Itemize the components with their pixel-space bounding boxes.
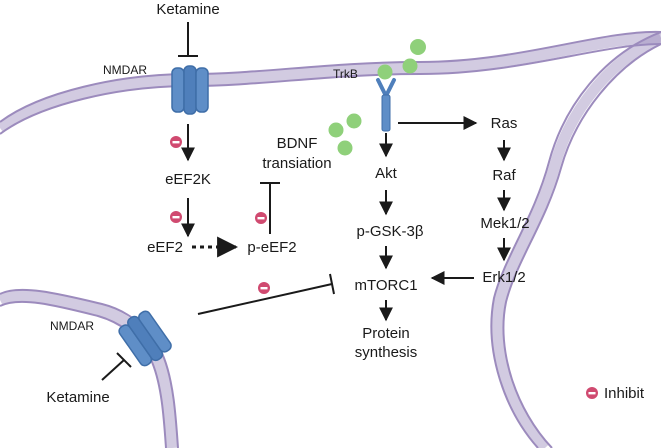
protein-synthesis-line1: Protein [362,325,410,342]
nmdar-bottom-receptor-icon [118,310,172,367]
akt-node: Akt [375,165,398,182]
p-eef2-node: p-eEF2 [247,239,296,256]
membrane-outer-line [0,32,661,133]
inhibit-icon-3 [255,212,267,224]
nmdar-to-mtorc1-inhibit-bar [329,273,335,295]
p-gsk-node: p-GSK-3β [357,223,424,240]
eef2k-node: eEF2K [165,171,211,188]
trkb-label: TrkB [333,67,358,81]
ketamine-top-label: Ketamine [156,1,219,18]
erk-node: Erk1/2 [482,269,525,286]
trkb-receptor-icon [376,78,396,132]
legend-inhibit-label: Inhibit [604,385,645,402]
legend-inhibit-icon [586,387,598,399]
inhibit-icon-4 [258,282,270,294]
nmdar-bottom-label: NMDAR [50,319,94,333]
cell-membrane [0,41,661,448]
mtorc1-node: mTORC1 [354,277,417,294]
protein-synthesis-line2: synthesis [355,344,418,361]
membrane-outer-edge [0,30,661,123]
raf-node: Raf [492,167,516,184]
membrane-right-edge2 [502,43,661,448]
bdnf-molecule-dots [328,39,426,156]
membrane-right [491,32,661,448]
bdnf-translation-line2: transiation [262,155,331,172]
bdnf-translation-line1: BDNF [277,135,318,152]
ketamine-bottom-inhibit-bar [116,352,132,368]
ketamine-bottom-inhibit-line [101,359,125,381]
nmdar-top-label: NMDAR [103,63,147,77]
membrane-inner-edge [0,43,661,135]
ras-node: Ras [491,115,518,132]
inhibit-icon-1 [170,136,182,148]
ketamine-bottom-label: Ketamine [46,389,109,406]
inhibit-icon-2 [170,211,182,223]
mek-node: Mek1/2 [480,215,529,232]
eef2-node: eEF2 [147,239,183,256]
legend: Inhibit [586,385,645,402]
nmdar-top-receptor-icon [171,65,209,115]
membrane-right-edge [490,31,661,448]
nmdar-to-mtorc1-inhibit-line [197,283,333,315]
